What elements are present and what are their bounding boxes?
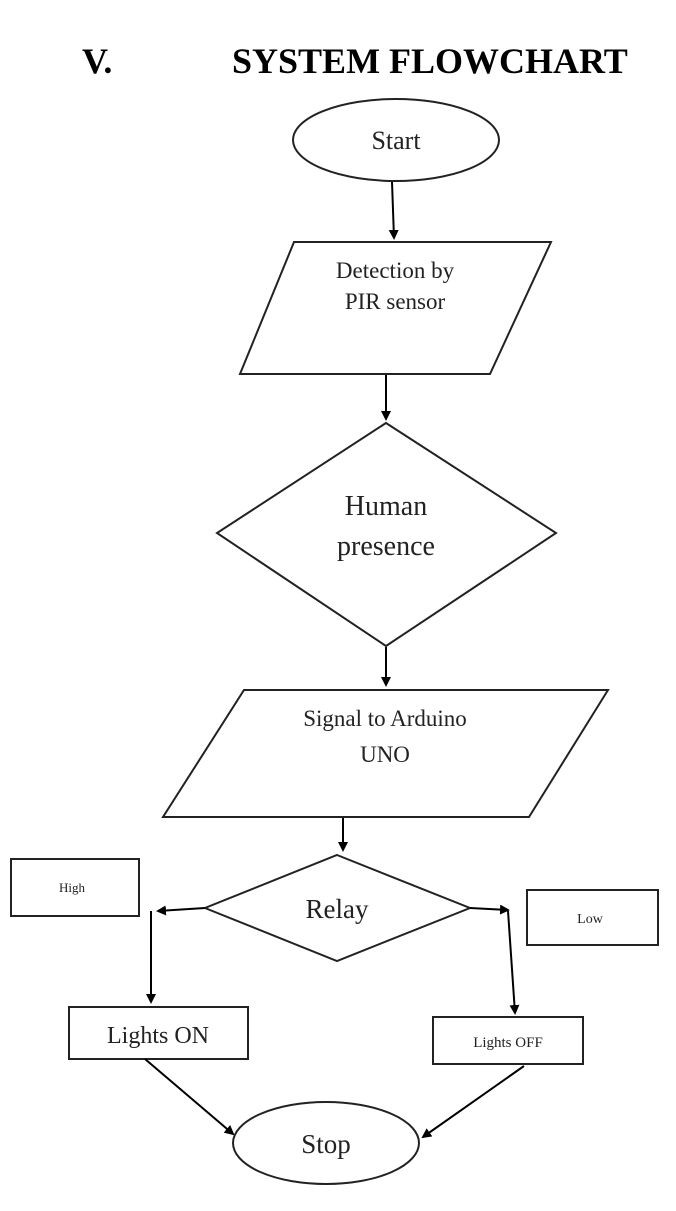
presence-label-line1: Human (345, 491, 427, 522)
detection-input-node: Detection by PIR sensor (238, 241, 553, 375)
signal-label-line1: Signal to Arduino (303, 706, 467, 731)
stop-label: Stop (301, 1129, 351, 1159)
lights-off-process-node: Lights OFF (432, 1016, 584, 1065)
high-branch-label-box: High (10, 858, 140, 917)
high-branch-label: High (59, 880, 86, 895)
lights-off-label: Lights OFF (473, 1035, 543, 1051)
low-branch-label-box: Low (526, 889, 659, 946)
stop-terminal: Stop (232, 1101, 420, 1185)
relay-label: Relay (306, 894, 369, 924)
arrow-right-corner-to-lights-off (507, 910, 520, 1015)
presence-label-line2: presence (337, 531, 435, 562)
arrow-lights-on-to-stop (144, 1058, 235, 1136)
start-terminal: Start (292, 98, 500, 182)
arrow-relay-to-left-corner (156, 905, 206, 916)
arrow-relay-to-right-corner (469, 904, 510, 915)
section-heading: V. SYSTEM FLOWCHART (0, 40, 676, 88)
relay-decision-node: Relay (202, 853, 473, 963)
signal-output-node: Signal to Arduino UNO (161, 689, 610, 818)
detection-label-line1: Detection by (336, 258, 455, 283)
detection-label-line2: PIR sensor (345, 289, 446, 314)
section-title: SYSTEM FLOWCHART (232, 41, 628, 81)
start-label: Start (371, 126, 421, 155)
lights-on-label: Lights ON (107, 1023, 209, 1049)
lights-on-process-node: Lights ON (68, 1006, 249, 1060)
section-number: V. (82, 41, 113, 81)
low-branch-label: Low (577, 912, 604, 927)
signal-label-line2: UNO (360, 742, 410, 767)
presence-decision-node: Human presence (215, 421, 558, 648)
arrow-lights-off-to-stop (421, 1065, 525, 1139)
arrow-start-to-detection (388, 181, 399, 240)
